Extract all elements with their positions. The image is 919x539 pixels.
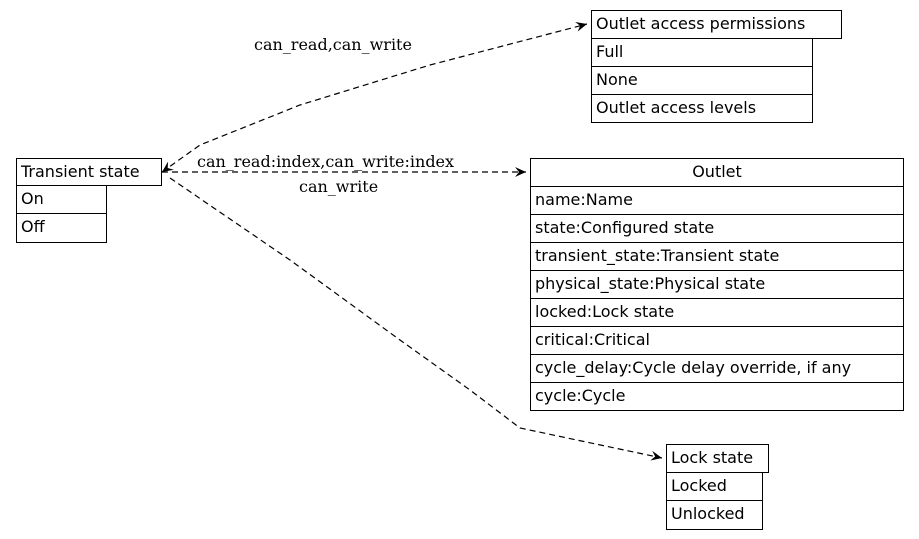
node-title: Transient state (16, 158, 162, 186)
edge-label-lock-state: can_write (299, 177, 379, 196)
node-row: Outlet access levels (591, 94, 813, 123)
node-row: Locked (666, 472, 763, 501)
edge-transient-to-lock-state (169, 177, 663, 461)
edge-transient-to-permissions (161, 21, 588, 173)
node-row: cycle:Cycle (530, 382, 904, 411)
node-row: Off (16, 213, 107, 243)
node-row: Full (591, 38, 813, 67)
node-row: On (16, 186, 107, 214)
edge-label-outlet: can_read:index,can_write:index (197, 152, 455, 171)
node-row: critical:Critical (530, 326, 904, 355)
node-title: Outlet (530, 158, 904, 187)
node-row: physical_state:Physical state (530, 270, 904, 299)
node-row: name:Name (530, 186, 904, 215)
node-title: Lock state (666, 444, 769, 473)
edge-label-permissions: can_read,can_write (254, 35, 412, 54)
node-row: transient_state:Transient state (530, 242, 904, 271)
node-row: None (591, 66, 813, 95)
node-title: Outlet access permissions (591, 10, 842, 39)
node-row: Unlocked (666, 500, 763, 530)
node-row: cycle_delay:Cycle delay override, if any (530, 354, 904, 383)
node-row: state:Configured state (530, 214, 904, 243)
node-row: locked:Lock state (530, 298, 904, 327)
